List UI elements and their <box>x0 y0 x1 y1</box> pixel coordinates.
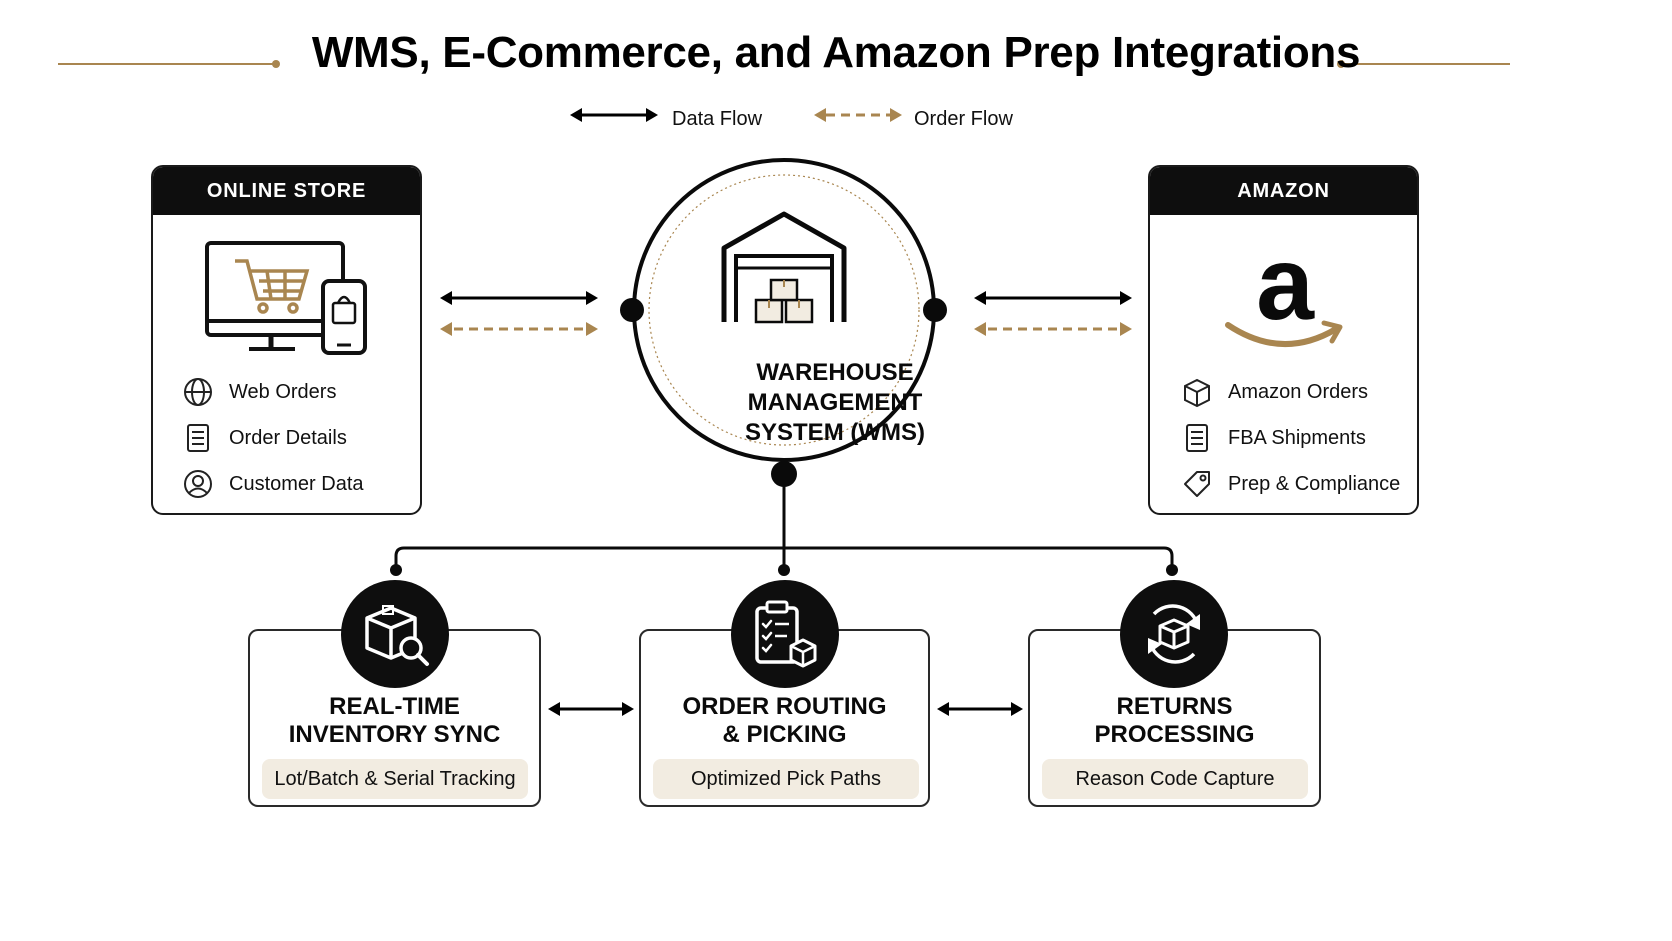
module-feature-pill: Optimized Pick Paths <box>653 759 919 799</box>
list-item: Amazon Orders <box>1180 375 1400 409</box>
box-refresh-icon <box>1148 604 1200 664</box>
module-link-arrow <box>937 702 1023 716</box>
module-badge <box>1120 580 1228 688</box>
wms-bottom-node <box>771 461 797 487</box>
wms-left-node <box>620 298 644 322</box>
data-flow-arrow <box>974 291 1132 305</box>
box-icon <box>1180 375 1214 409</box>
module-title: ORDER ROUTING & PICKING <box>641 693 928 749</box>
module-feature-pill: Lot/Batch & Serial Tracking <box>262 759 528 799</box>
amazon-items: Amazon Orders FBA Shipments Prep & Compl… <box>1180 375 1400 501</box>
globe-icon <box>181 375 215 409</box>
module-badge <box>341 580 449 688</box>
wms-label-line: SYSTEM (WMS) <box>745 419 925 446</box>
module-link-arrow <box>548 702 634 716</box>
legend-data-flow-label: Data Flow <box>672 108 763 130</box>
amazon-card: AMAZON a Amazon Orders FBA Shipments Pre… <box>1148 165 1419 515</box>
data-flow-arrow <box>440 291 598 305</box>
amazon-header: AMAZON <box>1150 167 1417 215</box>
item-label: Web Orders <box>229 380 337 403</box>
item-label: Amazon Orders <box>1228 380 1369 403</box>
wms-label-line: WAREHOUSE <box>756 359 914 386</box>
box-search-icon <box>365 605 429 666</box>
page-title: WMS, E-Commerce, and Amazon Prep Integra… <box>311 28 1361 77</box>
item-label: FBA Shipments <box>1228 426 1366 449</box>
wms-amazon-connectors <box>974 291 1132 336</box>
warehouse-icon <box>721 211 847 324</box>
online-store-card: ONLINE STORE Web Orders <box>151 165 422 515</box>
list-item: Customer Data <box>181 467 364 501</box>
list-icon <box>1180 421 1214 455</box>
wms-hub <box>620 158 947 487</box>
module-title: RETURNS PROCESSING <box>1030 693 1319 749</box>
amazon-logo-icon: a <box>1225 237 1343 347</box>
module-badge <box>731 580 839 688</box>
order-flow-arrow <box>974 322 1132 336</box>
legend-order-flow-label: Order Flow <box>914 108 1013 130</box>
order-flow-arrow <box>440 322 598 336</box>
list-item: FBA Shipments <box>1180 421 1400 455</box>
item-label: Customer Data <box>229 472 364 495</box>
wms-right-node <box>923 298 947 322</box>
wms-label-line: MANAGEMENT <box>747 389 923 416</box>
data-flow-legend-arrow <box>570 108 658 122</box>
module-title-line: INVENTORY SYNC <box>288 721 501 748</box>
list-icon <box>181 421 215 455</box>
list-item: Prep & Compliance <box>1180 467 1400 501</box>
wms-label: WAREHOUSE MANAGEMENT SYSTEM (WMS) <box>670 358 1000 448</box>
online-store-header: ONLINE STORE <box>153 167 420 215</box>
list-item: Order Details <box>181 421 364 455</box>
title-rule-right-dot <box>1337 60 1345 68</box>
computer-cart-icon <box>205 241 367 355</box>
module-title-line: RETURNS <box>1116 693 1233 720</box>
store-wms-connectors <box>440 291 598 336</box>
item-label: Prep & Compliance <box>1228 472 1401 495</box>
module-title-line: & PICKING <box>722 721 847 748</box>
item-label: Order Details <box>229 426 347 449</box>
module-title-line: PROCESSING <box>1094 721 1255 748</box>
order-flow-legend-arrow <box>814 108 902 122</box>
module-tree-connector <box>390 480 1178 576</box>
online-store-items: Web Orders Order Details Customer Data <box>181 375 364 501</box>
tag-icon <box>1180 467 1214 501</box>
svg-text:a: a <box>1256 237 1315 342</box>
module-title-line: REAL-TIME <box>329 693 460 720</box>
module-feature-pill: Reason Code Capture <box>1042 759 1308 799</box>
module-title-line: ORDER ROUTING <box>682 693 887 720</box>
clipboard-check-icon <box>755 600 817 668</box>
title-rule-left <box>58 63 276 65</box>
user-icon <box>181 467 215 501</box>
title-rule-right <box>1342 63 1510 65</box>
title-rule-left-dot <box>272 60 280 68</box>
module-title: REAL-TIME INVENTORY SYNC <box>250 693 539 749</box>
list-item: Web Orders <box>181 375 364 409</box>
